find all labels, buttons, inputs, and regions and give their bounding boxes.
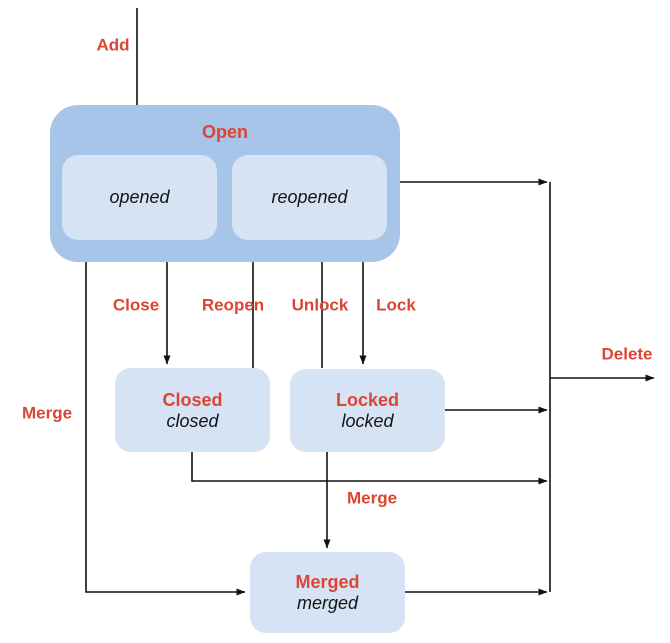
state-opened-label: opened <box>109 187 170 207</box>
edge-label-add: Add <box>96 35 130 55</box>
edge-merge-open-arrow <box>85 262 246 596</box>
state-opened: opened <box>62 155 217 240</box>
edge-label-unlock: Unlock <box>291 295 349 315</box>
state-group-open: Open opened reopened <box>50 105 400 262</box>
state-merged-subtitle: merged <box>296 593 359 613</box>
state-merged: Merged merged <box>250 552 405 633</box>
state-locked-title: Locked <box>335 390 400 410</box>
state-closed-subtitle: closed <box>166 410 219 431</box>
state-locked-subtitle: locked <box>341 411 394 431</box>
state-locked: Locked locked <box>290 369 445 452</box>
state-merged-title: Merged <box>295 572 360 592</box>
edge-label-merge-open: Merge <box>21 403 73 423</box>
group-open-label: Open <box>201 122 248 142</box>
state-closed-title: Closed <box>162 389 223 410</box>
edge-label-delete: Delete <box>601 344 653 364</box>
state-reopened-label: reopened <box>271 187 348 207</box>
edge-label-close: Close <box>112 295 160 315</box>
state-reopened: reopened <box>232 155 387 240</box>
edge-label-reopen: Reopen <box>201 295 265 315</box>
edge-label-merge-locked: Merge <box>346 488 398 508</box>
edge-closed-to-delete <box>191 452 548 485</box>
edge-label-lock: Lock <box>376 295 416 315</box>
state-closed: Closed closed <box>115 368 270 452</box>
